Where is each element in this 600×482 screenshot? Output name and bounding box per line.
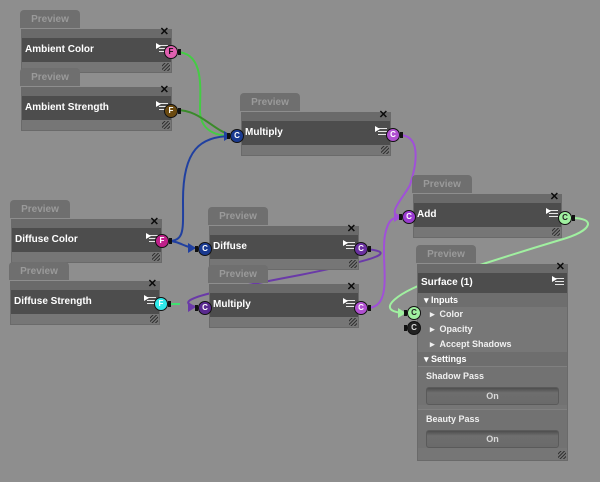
resize-grip[interactable] — [381, 146, 389, 154]
close-icon[interactable]: ✕ — [346, 223, 356, 235]
close-icon[interactable]: ✕ — [159, 84, 169, 96]
node-add[interactable]: Preview ✕ Add — [412, 175, 562, 238]
node-diffuse-color[interactable]: Preview ✕ Diffuse Color — [10, 200, 162, 263]
input-row-opacity[interactable]: ▸ Opacity — [418, 322, 567, 337]
preview-tab[interactable]: Preview — [10, 200, 70, 218]
resize-grip[interactable] — [349, 318, 357, 326]
add-output-port[interactable]: C — [558, 211, 575, 225]
beauty-pass-toggle[interactable]: On — [426, 430, 559, 448]
shadow-pass-label: Shadow Pass — [426, 371, 485, 381]
wire-diffuse-color-to-diffuse — [167, 240, 197, 249]
settings-section-header[interactable]: ▾ Settings — [418, 352, 567, 366]
multiply-bottom-output-port[interactable]: C — [354, 301, 371, 315]
node-title: Multiply — [210, 293, 358, 317]
node-ambient-strength[interactable]: Preview ✕ Ambient Strength — [20, 68, 172, 131]
preview-tab[interactable]: Preview — [240, 93, 300, 111]
resize-grip[interactable] — [152, 253, 160, 261]
preview-tab[interactable]: Preview — [208, 265, 268, 283]
wire-multiply-bottom-to-add — [366, 216, 403, 309]
diffuse-input-port[interactable]: C — [195, 242, 212, 256]
node-title: Diffuse Color — [12, 228, 161, 252]
node-diffuse[interactable]: Preview ✕ Diffuse — [208, 207, 359, 270]
diffuse-output-port[interactable]: C — [354, 242, 371, 256]
node-surface[interactable]: Preview ✕ Surface (1) ▾ Inputs ▸ Color ▸… — [416, 245, 568, 461]
ambient-color-output-port[interactable]: F — [164, 45, 181, 59]
node-multiply-bottom[interactable]: Preview ✕ Multiply — [208, 265, 359, 328]
node-multiply-top[interactable]: Preview ✕ Multiply — [240, 93, 391, 156]
preview-tab[interactable]: Preview — [9, 262, 69, 280]
inputs-section-header[interactable]: ▾ Inputs — [418, 293, 567, 307]
node-title: Surface (1) — [418, 273, 567, 293]
close-icon[interactable]: ✕ — [346, 281, 356, 293]
close-icon[interactable]: ✕ — [549, 191, 559, 203]
close-icon[interactable]: ✕ — [159, 26, 169, 38]
node-ambient-color[interactable]: Preview ✕ Ambient Color — [20, 10, 172, 73]
input-row-color[interactable]: ▸ Color — [418, 307, 567, 322]
diffuse-strength-output-port[interactable]: F — [154, 297, 171, 311]
node-diffuse-strength[interactable]: Preview ✕ Diffuse Strength — [9, 262, 160, 325]
menu-icon[interactable] — [156, 101, 168, 113]
input-row-accept-shadows[interactable]: ▸ Accept Shadows — [418, 337, 567, 352]
multiply-top-output-port[interactable]: C — [386, 128, 403, 142]
ambient-strength-output-port[interactable]: F — [164, 104, 181, 118]
node-title: Diffuse Strength — [11, 290, 159, 314]
multiply-bottom-input-port[interactable]: C — [195, 301, 212, 315]
resize-grip[interactable] — [150, 315, 158, 323]
surface-color-input-port[interactable]: C — [404, 306, 421, 320]
close-icon[interactable]: ✕ — [378, 109, 388, 121]
close-icon[interactable]: ✕ — [147, 278, 157, 290]
resize-grip[interactable] — [558, 451, 566, 459]
preview-tab[interactable]: Preview — [20, 10, 80, 28]
close-icon[interactable]: ✕ — [149, 216, 159, 228]
add-input-port[interactable]: C — [399, 210, 416, 224]
resize-grip[interactable] — [162, 121, 170, 129]
wire-ambient-color-to-multiply — [175, 51, 233, 137]
preview-tab[interactable]: Preview — [416, 245, 476, 263]
menu-icon[interactable] — [375, 126, 387, 138]
resize-grip[interactable] — [162, 63, 170, 71]
preview-tab[interactable]: Preview — [20, 68, 80, 86]
preview-tab[interactable]: Preview — [412, 175, 472, 193]
menu-icon[interactable] — [552, 276, 564, 288]
wire-ambient-strength-to-multiply — [175, 109, 233, 137]
menu-icon[interactable] — [156, 43, 168, 55]
menu-icon[interactable] — [146, 233, 158, 245]
node-title: Multiply — [242, 121, 390, 145]
diffuse-color-output-port[interactable]: F — [155, 234, 172, 248]
preview-tab[interactable]: Preview — [208, 207, 268, 225]
menu-icon[interactable] — [144, 295, 156, 307]
resize-grip[interactable] — [552, 228, 560, 236]
node-title: Add — [414, 203, 561, 227]
node-title: Diffuse — [210, 235, 358, 259]
close-icon[interactable]: ✕ — [555, 261, 565, 273]
node-title: Ambient Color — [22, 38, 171, 62]
node-title: Ambient Strength — [22, 96, 171, 120]
multiply-top-input-port[interactable]: C — [227, 129, 244, 143]
beauty-pass-label: Beauty Pass — [426, 414, 480, 424]
menu-icon[interactable] — [546, 208, 558, 220]
surface-opacity-input-port[interactable]: C — [404, 321, 421, 335]
shadow-pass-toggle[interactable]: On — [426, 387, 559, 405]
